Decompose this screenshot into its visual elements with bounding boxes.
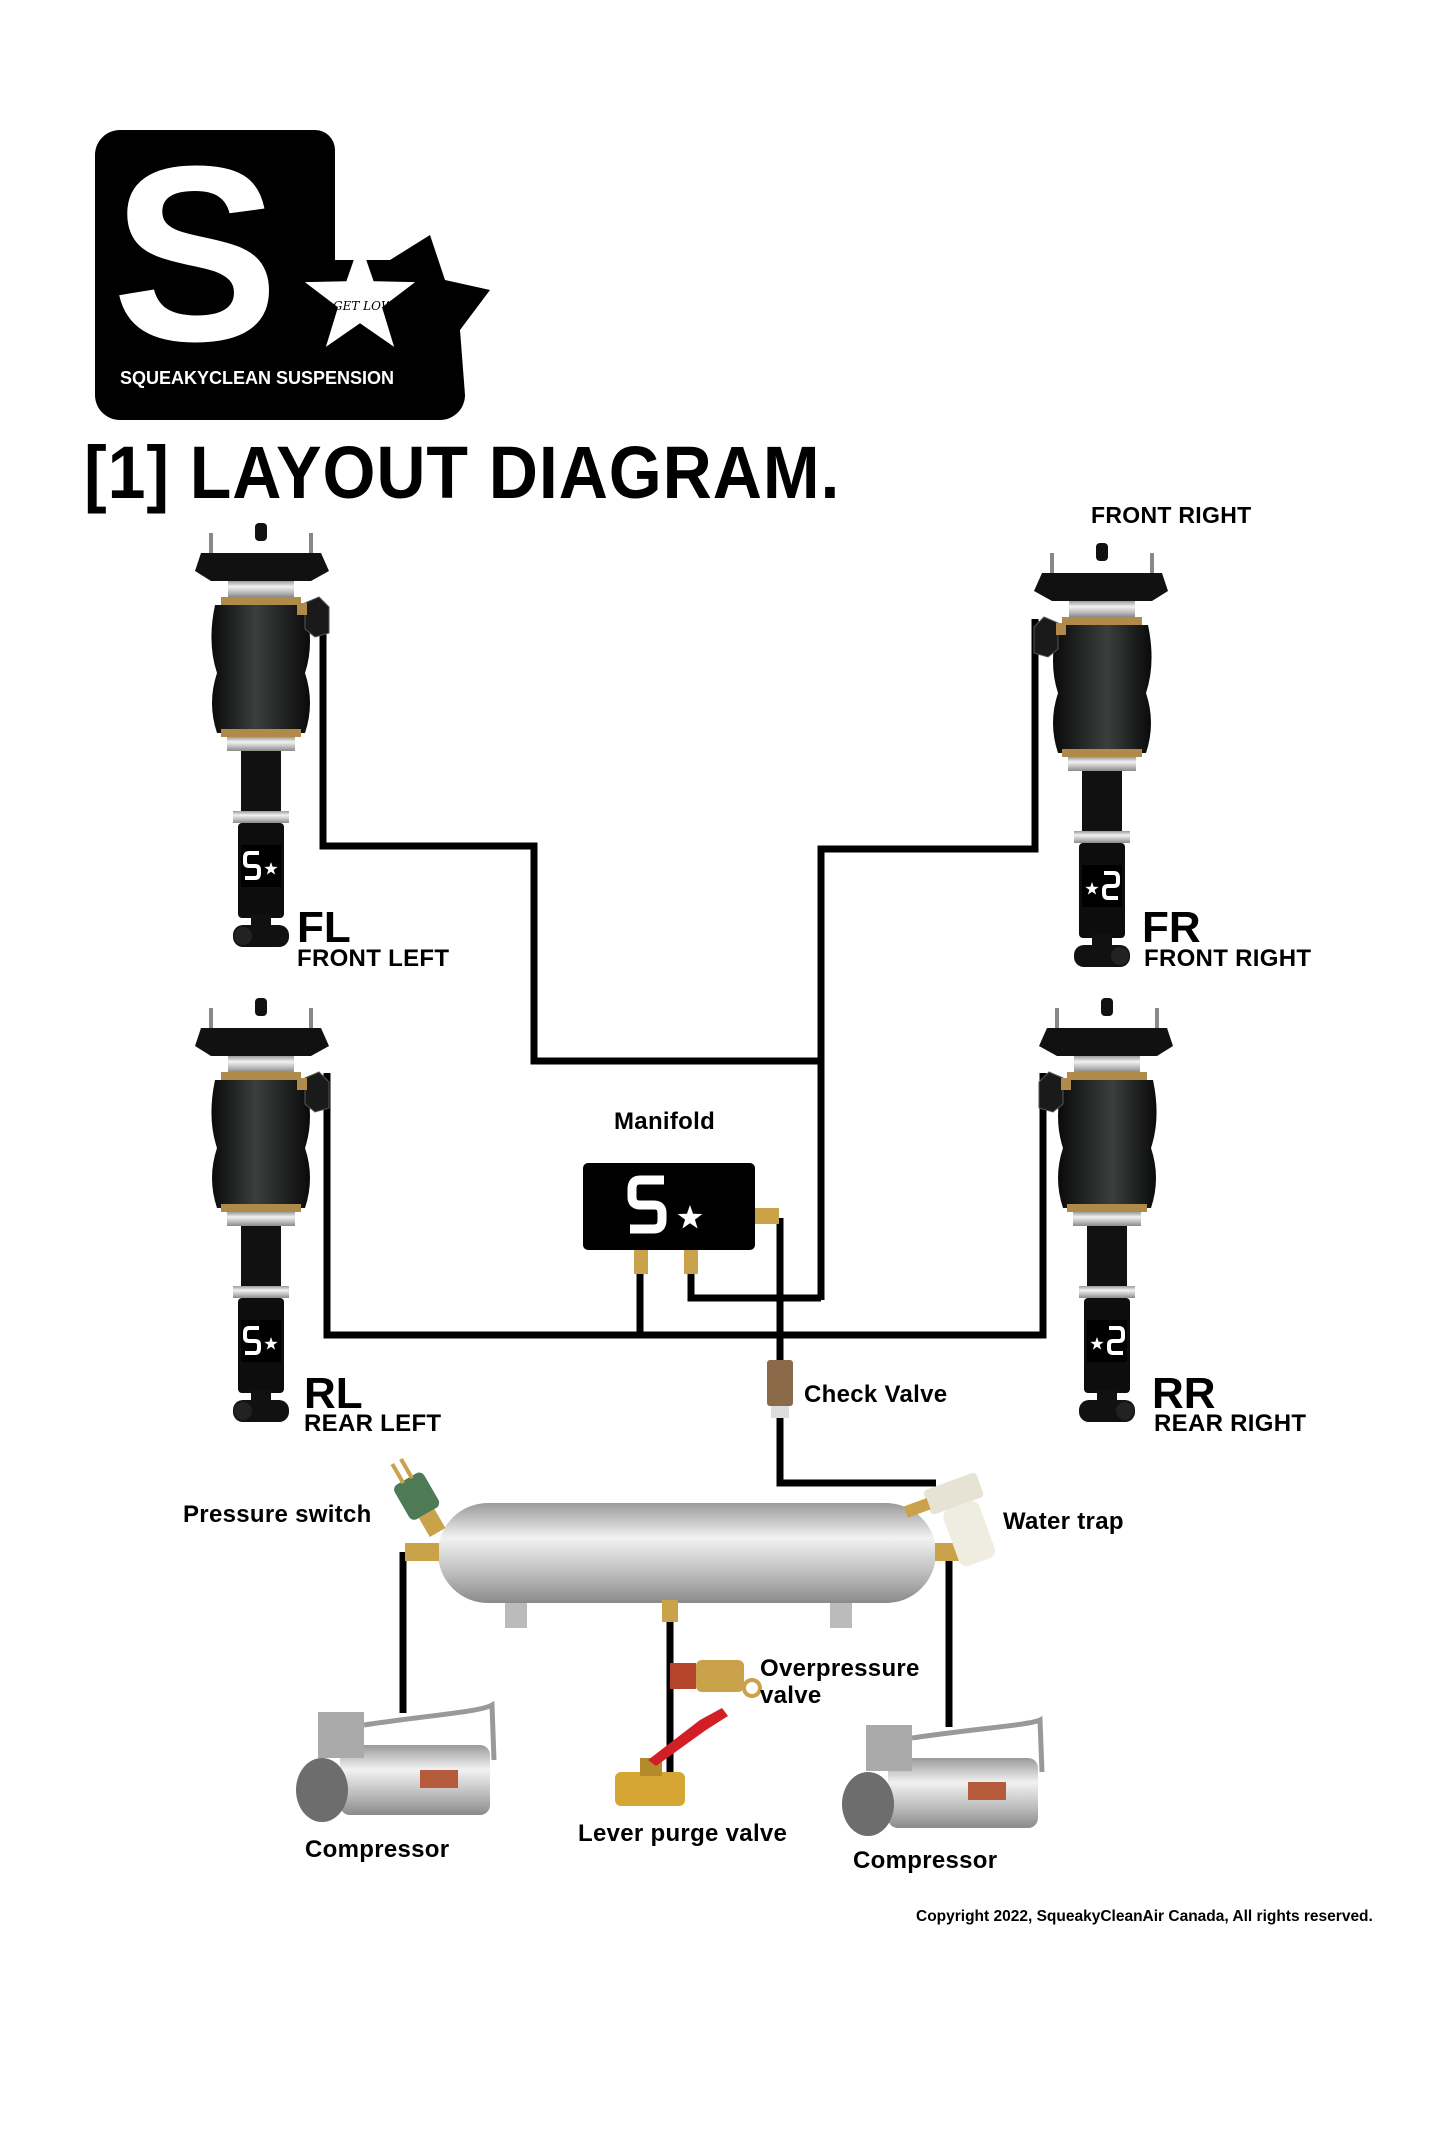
compressor-left: [296, 1700, 497, 1822]
line-rear: [323, 1073, 1047, 1339]
rr-name: REAR RIGHT: [1154, 1410, 1307, 1437]
rl-name: REAR LEFT: [304, 1410, 442, 1437]
check-valve: [767, 1360, 793, 1418]
front-right-top-label: FRONT RIGHT: [1091, 502, 1252, 528]
line-fl: [319, 633, 821, 1065]
brand-logo: S GET LOW.ca SQUEAKYCLEAN SUSPENSION: [95, 114, 490, 420]
compressor-right: [842, 1716, 1045, 1836]
logo-brand-text: SQUEAKYCLEAN SUSPENSION: [120, 368, 394, 388]
logo-letter: S: [112, 114, 279, 393]
check-valve-label: Check Valve: [804, 1381, 948, 1408]
rr-code: RR: [1152, 1369, 1216, 1418]
shock-rear-left: [195, 998, 329, 1422]
water-trap-label: Water trap: [1003, 1508, 1124, 1535]
line-manifold-front: [687, 1273, 821, 1302]
lever-purge-valve-label: Lever purge valve: [578, 1820, 788, 1847]
fl-name: FRONT LEFT: [297, 945, 450, 972]
air-tank: [405, 1503, 969, 1628]
fr-code: FR: [1142, 903, 1201, 952]
fl-code: FL: [297, 903, 351, 952]
manifold-logo-s: [627, 1175, 667, 1234]
pressure-switch-label: Pressure switch: [183, 1501, 372, 1528]
overpressure-valve-label-1: Overpressure: [760, 1655, 920, 1682]
pressure-switch: [390, 1458, 446, 1538]
overpressure-valve-label-2: valve: [760, 1682, 822, 1709]
air-lines: [319, 619, 1047, 1789]
manifold-label: Manifold: [614, 1108, 716, 1135]
lever-purge-valve: [615, 1708, 728, 1806]
copyright-notice: Copyright 2022, SqueakyCleanAir Canada, …: [916, 1908, 1373, 1925]
manifold-block: [583, 1163, 779, 1274]
line-supply: [776, 1218, 936, 1487]
shock-front-left: [195, 523, 329, 947]
logo-tagline: GET LOW.ca: [333, 299, 409, 313]
fr-name: FRONT RIGHT: [1144, 945, 1312, 972]
rl-code: RL: [304, 1369, 363, 1418]
page-title: [1] LAYOUT DIAGRAM.: [84, 431, 841, 514]
line-fr: [817, 619, 1039, 1300]
compressor-left-label: Compressor: [305, 1836, 450, 1863]
overpressure-valve: [670, 1660, 762, 1698]
compressor-right-label: Compressor: [853, 1847, 998, 1874]
shock-rear-right: [1039, 998, 1173, 1422]
water-trap: [903, 1472, 996, 1567]
